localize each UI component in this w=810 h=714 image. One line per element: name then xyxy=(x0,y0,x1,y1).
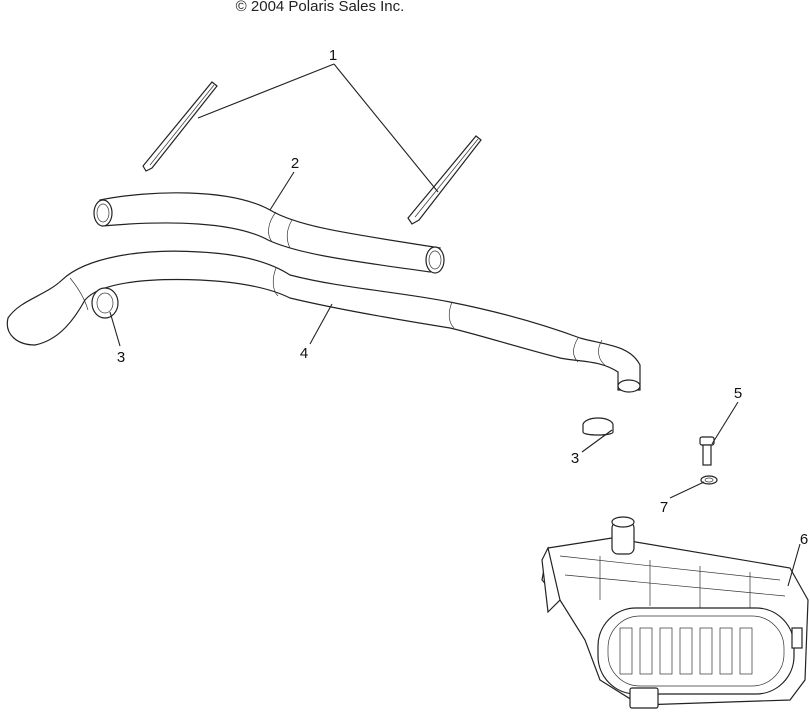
leader-lines xyxy=(109,63,801,587)
callout-5: 5 xyxy=(734,385,742,402)
callout-3-left: 3 xyxy=(117,349,125,366)
washer[interactable] xyxy=(700,475,718,485)
bolt[interactable] xyxy=(699,436,715,466)
upper-hose[interactable] xyxy=(93,192,445,274)
callout-6: 6 xyxy=(800,531,808,548)
callout-4: 4 xyxy=(300,345,308,362)
long-hose[interactable] xyxy=(6,250,641,393)
callout-2: 2 xyxy=(291,155,299,172)
clamp-left[interactable] xyxy=(91,287,119,319)
air-box-fins xyxy=(619,627,753,675)
cable-tie-left[interactable] xyxy=(142,81,218,172)
callout-3-right: 3 xyxy=(571,450,579,467)
air-box-housing[interactable] xyxy=(541,516,809,709)
callout-1: 1 xyxy=(329,47,337,64)
callout-7: 7 xyxy=(660,499,668,516)
cable-tie-right[interactable] xyxy=(407,135,482,225)
clamp-right[interactable] xyxy=(582,417,614,436)
copyright-text: © 2004 Polaris Sales Inc. xyxy=(235,0,405,15)
